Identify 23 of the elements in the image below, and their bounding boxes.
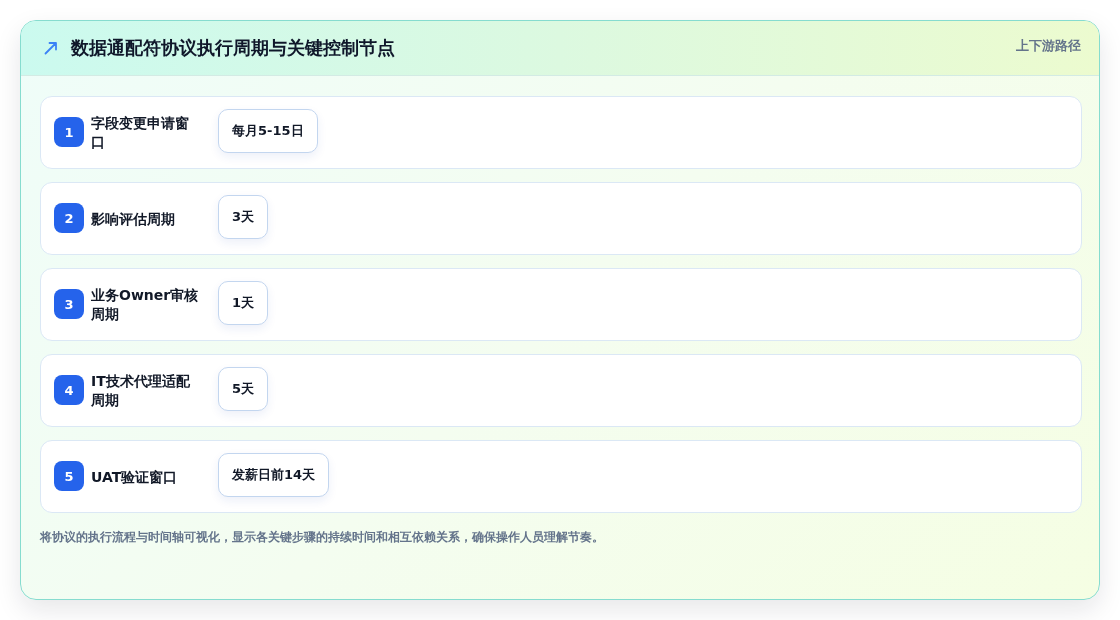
step-name: 字段变更申请窗口 bbox=[91, 113, 190, 152]
step-row bbox=[40, 440, 1082, 513]
caption-text: 将协议的执行流程与时间轴可视化，显示各关键步骤的持续时间和相互依赖关系，确保操作人员理解节奏。 bbox=[40, 529, 604, 546]
duration-pill: 发薪日前14天 bbox=[218, 453, 330, 497]
duration-pill: 5天 bbox=[218, 367, 269, 411]
title: 数据通配符协议执行周期与关键控制节点 bbox=[71, 36, 395, 60]
step-number-badge: 1 bbox=[54, 117, 84, 147]
step-name: UAT验证窗口 bbox=[91, 467, 179, 486]
step-row bbox=[40, 354, 1082, 427]
step-row bbox=[40, 268, 1082, 341]
step-name: 影响评估周期 bbox=[91, 209, 176, 228]
step-number-badge: 4 bbox=[54, 375, 84, 405]
header-label: 上下游路径 bbox=[1016, 37, 1081, 55]
step-row bbox=[40, 182, 1082, 255]
step-name: IT技术代理适配周期 bbox=[91, 371, 191, 410]
step-number-badge: 5 bbox=[54, 461, 84, 491]
step-row bbox=[40, 96, 1082, 169]
step-name: 业务Owner审核周期 bbox=[91, 285, 200, 324]
duration-pill: 1天 bbox=[218, 281, 269, 325]
duration-pill: 每月5-15日 bbox=[218, 109, 318, 153]
step-number-badge: 2 bbox=[54, 203, 84, 233]
step-number-badge: 3 bbox=[54, 289, 84, 319]
duration-pill: 3天 bbox=[218, 195, 269, 239]
